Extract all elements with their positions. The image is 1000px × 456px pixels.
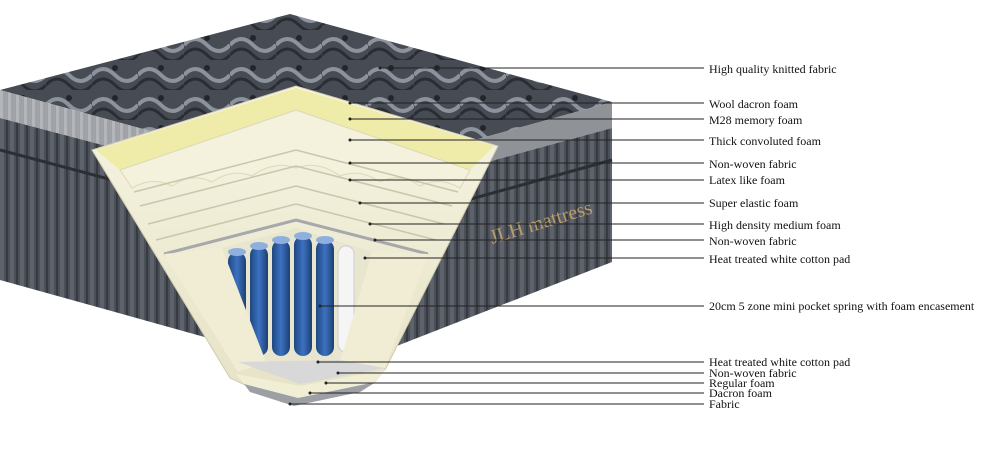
layer-label: Latex like foam [709,173,785,187]
foam-encasement-left [164,248,266,372]
layer-label: Non-woven fabric [709,366,797,380]
spring-top [294,232,312,240]
spring-coil [294,236,312,356]
layer-label: Thick convoluted foam [709,134,821,148]
spring-coil [316,240,334,356]
layer-label: Wool dacron foam [709,97,799,111]
spring-top [272,236,290,244]
layer-label: Heat treated white cotton pad [709,252,851,266]
spring-top [228,248,246,256]
bottom-regular-foam [236,370,385,398]
non-woven-line [163,218,429,256]
spring-coil [272,240,290,356]
layer-label: Fabric [709,397,740,411]
memory-foam-layer [96,88,494,170]
layer-label: Dacron foam [709,386,772,400]
spring-top [250,242,268,250]
leader-lines [290,67,704,405]
convoluted-foam-layer [119,109,471,189]
layer-label: Heat treated white cotton pad [709,355,851,369]
layer-label: Non-woven fabric [709,157,797,171]
spring-top [316,236,334,244]
spring-coil [250,246,268,356]
layer-label: 20cm 5 zone mini pocket spring with foam… [709,299,975,313]
layer-label: Non-woven fabric [709,234,797,248]
foam-encasement-right [340,252,428,368]
cutaway-section [91,85,499,406]
bottom-fabric [244,382,376,406]
layer-label: M28 memory foam [709,113,803,127]
leader-dots [288,66,382,406]
layer-label: Regular foam [709,376,775,390]
layer-label: High density medium foam [709,218,841,232]
layer-label: High quality knitted fabric [709,62,837,76]
layer-label: Super elastic foam [709,196,799,210]
bottom-cotton-pad [238,360,385,384]
